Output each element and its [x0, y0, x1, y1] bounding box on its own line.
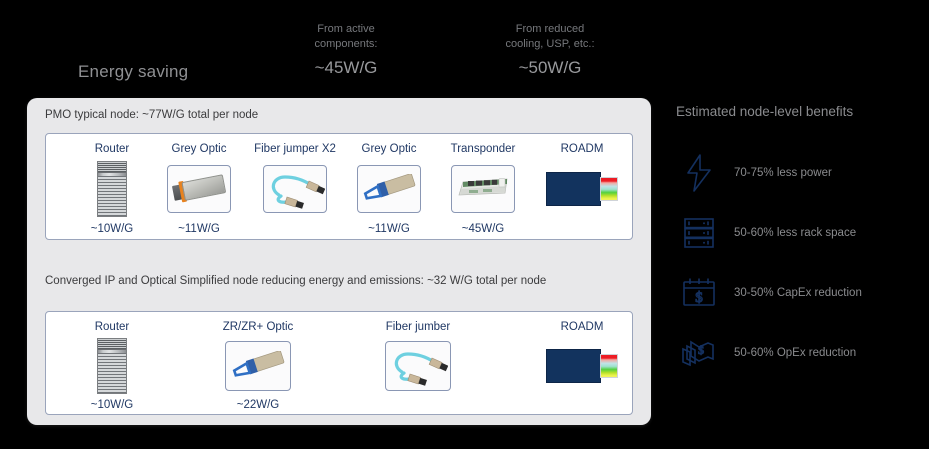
node-item-watt: ~10W/G [90, 223, 134, 235]
grey-optic-icon [167, 165, 231, 213]
header-value-reduced-cooling: ~50W/G [518, 58, 582, 77]
svg-text:$: $ [695, 290, 703, 306]
node-item-label: Transponder [450, 143, 516, 155]
energy-saving-label: Energy saving [78, 62, 189, 81]
node-item-label: ROADM [560, 321, 604, 333]
roadm-icon [546, 170, 618, 208]
header-column-reduced-cooling: From reduced cooling, USP, etc.: ~50W/G [470, 22, 630, 78]
fiber-jumper-icon [263, 165, 327, 213]
node-item-roadm: ROADM [536, 142, 628, 223]
pmo-node-title: PMO typical node: ~77W/G total per node [45, 109, 259, 121]
node-item-label: Router [94, 321, 130, 333]
grey-optic-icon [357, 165, 421, 213]
benefit-row-rack-space: 50-60% less rack space [676, 203, 924, 263]
node-comparison-panel: PMO typical node: ~77W/G total per node … [27, 98, 651, 425]
node-item-watt: ~11W/G [368, 223, 410, 235]
router-chassis-icon [74, 337, 150, 395]
node-item-watt: ~11W/G [178, 223, 220, 235]
node-item-label: Fiber jumper X2 [254, 143, 336, 155]
node-item-label: Grey Optic [361, 143, 417, 155]
banknotes-dollar-icon: $ [676, 336, 722, 370]
node-item-label: ZR/ZR+ Optic [222, 321, 294, 333]
node-item-grey-optic-1: Grey Optic ~11W/G [156, 142, 242, 235]
node-item-roadm: ROADM [536, 320, 628, 399]
benefit-text: 50-60% less rack space [734, 227, 857, 239]
header-column-active-components: From active components: ~45W/G [276, 22, 416, 78]
converged-node-row: Router ~10W/G ZR/ZR+ Optic [45, 311, 633, 415]
server-rack-icon [676, 216, 722, 250]
header-value-active-components: ~45W/G [314, 58, 378, 77]
lightning-bolt-icon [676, 153, 722, 193]
node-item-router: Router ~10W/G [74, 142, 150, 235]
node-item-watt: ~22W/G [236, 399, 280, 411]
node-item-grey-optic-2: Grey Optic [346, 142, 432, 235]
benefit-text: 50-60% OpEx reduction [734, 347, 857, 359]
node-item-watt: ~10W/G [90, 399, 134, 411]
converged-node-title: Converged IP and Optical Simplified node… [45, 275, 547, 287]
router-chassis-icon [74, 159, 150, 219]
node-item-label: ROADM [560, 143, 604, 155]
roadm-icon [546, 347, 618, 385]
benefit-text: 70-75% less power [734, 167, 832, 179]
transponder-card-icon [451, 165, 515, 213]
benefit-row-capex: $ 30-50% CapEx reduction [676, 263, 924, 323]
pmo-node-row: Router ~10W/G Grey Optic [45, 133, 633, 240]
benefits-panel: Estimated node-level benefits 70-75% les… [676, 104, 924, 383]
benefit-text: 30-50% CapEx reduction [734, 287, 862, 299]
header-caption-reduced-cooling: From reduced cooling, USP, etc.: [505, 23, 595, 50]
benefit-row-opex: $ 50-60% OpEx reduction [676, 323, 924, 383]
node-item-label: Router [94, 143, 130, 155]
fiber-jumper-icon [385, 341, 451, 391]
node-item-transponder: Transponder [434, 142, 532, 235]
node-item-router: Router ~10W/G [74, 320, 150, 411]
header-caption-active-components: From active components: [314, 23, 378, 50]
node-item-fiber-jumper-x2: Fiber jumper X2 [244, 142, 346, 223]
node-item-label: Grey Optic [171, 143, 227, 155]
calendar-dollar-icon: $ [676, 276, 722, 310]
benefits-title: Estimated node-level benefits [676, 104, 854, 119]
node-item-watt: ~45W/G [461, 223, 505, 235]
node-item-label: Fiber jumber [385, 321, 451, 333]
zr-optic-icon [225, 341, 291, 391]
svg-text:$: $ [698, 343, 704, 357]
node-item-zr-optic: ZR/ZR+ Optic [206, 320, 310, 411]
benefit-row-power: 70-75% less power [676, 143, 924, 203]
node-item-fiber-jumber: Fiber jumber [366, 320, 470, 399]
